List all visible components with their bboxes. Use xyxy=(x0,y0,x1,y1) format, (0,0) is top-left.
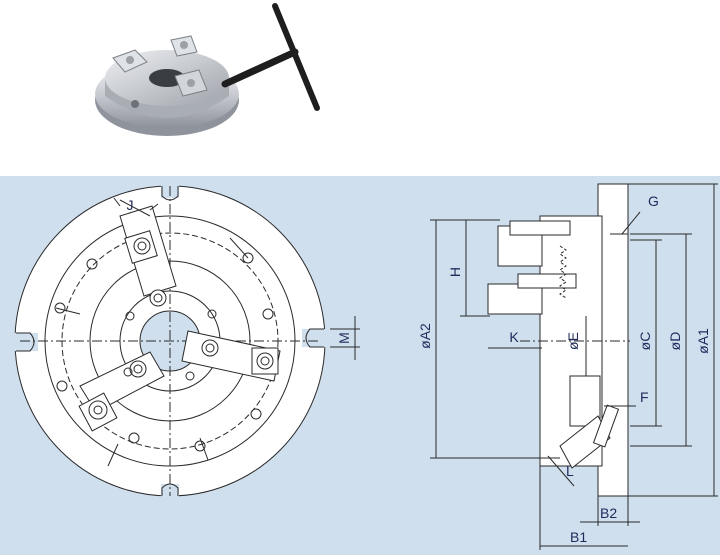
dim-H: H xyxy=(447,267,463,277)
dim-C: øC xyxy=(637,332,653,351)
side-view-lines xyxy=(430,183,718,550)
dim-K: K xyxy=(509,329,519,345)
dim-A1: øA1 xyxy=(695,328,711,354)
dim-B1: B1 xyxy=(570,529,587,545)
dim-A2: øA2 xyxy=(417,323,433,349)
dim-M: M xyxy=(336,332,352,344)
dim-L: L xyxy=(566,463,574,479)
dim-E: øE xyxy=(565,332,581,350)
dim-J: J xyxy=(127,197,134,213)
front-view-dimensions xyxy=(113,197,360,360)
chuck-photo xyxy=(85,0,335,150)
front-view xyxy=(8,176,332,506)
technical-drawing: J M xyxy=(0,176,720,555)
dim-F: F xyxy=(640,389,649,405)
dim-G: G xyxy=(648,193,659,209)
dim-B2: B2 xyxy=(600,505,617,521)
side-view xyxy=(487,183,629,497)
dim-D: øD xyxy=(667,332,683,351)
